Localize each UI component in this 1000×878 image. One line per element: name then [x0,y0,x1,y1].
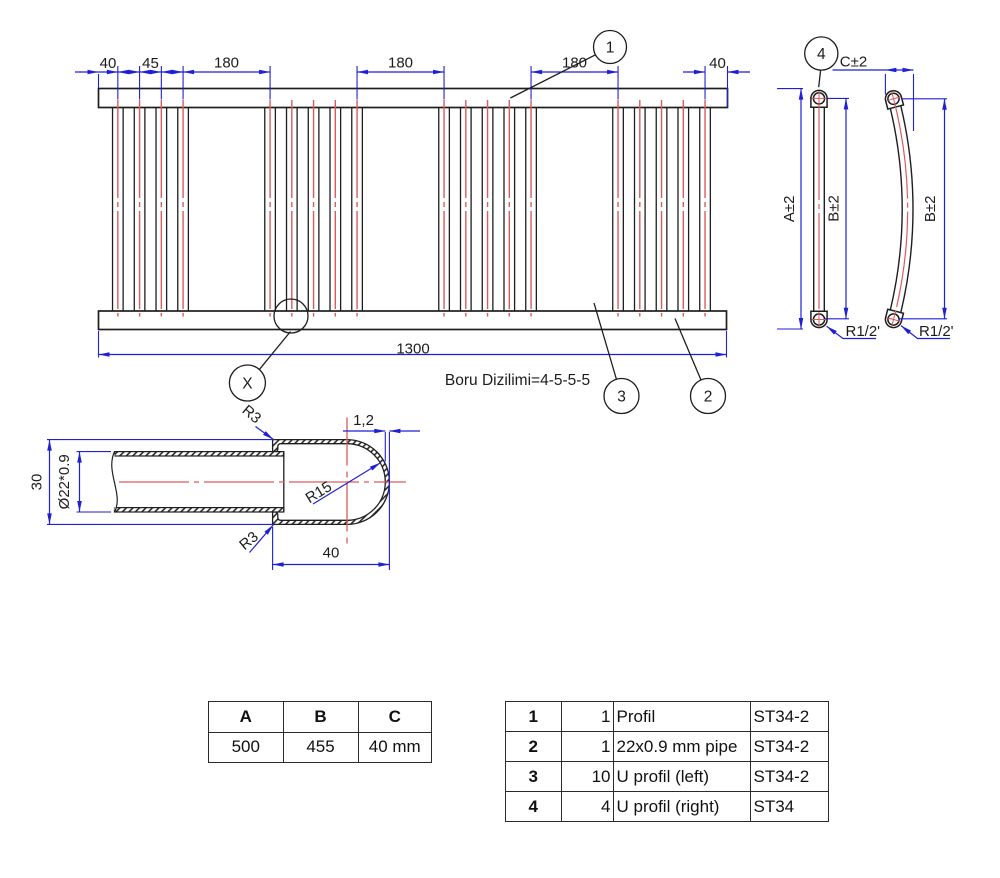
abc-header-c: C [357,701,432,733]
dim-30: 30 [29,474,46,491]
balloon-2: 2 [674,318,727,415]
bom-2-no: 2 [505,731,562,762]
balloon-4-label: 4 [817,46,826,63]
dim-40-right: 40 [709,55,726,72]
bom-1-no: 1 [505,701,562,732]
abc-value-b: 455 [282,731,359,763]
dim-b-left: B±2 [826,195,843,222]
balloon-3: 3 [593,302,640,415]
dim-c: C±2 [840,54,867,71]
dim-r3-bottom: R3 [236,528,262,553]
pipes [111,100,711,317]
balloon-2-label: 2 [704,389,713,406]
pipe-section [111,451,285,513]
bom-3-no: 3 [505,761,562,792]
cap-section [271,438,390,526]
bom-row-3: 3 10 U profil (left) ST34-2 [505,761,829,792]
dim-a: A±2 [781,196,798,223]
balloon-1-label: 1 [606,40,615,57]
pipe-arrangement-note: Boru Dizilimi=4-5-5-5 [445,372,590,389]
detail-view: 30 Ø22*0.9 R3 R3 1,2 R15 40 [29,402,420,570]
abc-value-c: 40 mm [357,731,432,763]
detail-dimension-lines [47,426,420,570]
bom-4-qty: 4 [560,791,614,822]
abc-dimension-table: A B C 500 455 40 mm [208,701,432,763]
dim-180-3: 180 [562,55,587,72]
dim-45: 45 [142,55,159,72]
bom-2-qty: 1 [560,731,614,762]
straight-profile [810,89,828,329]
bom-1-qty: 1 [560,701,614,732]
bom-4-no: 4 [505,791,562,822]
bom-1-material: ST34-2 [749,701,829,732]
thread-label-left: R1/2' [846,323,881,340]
bom-row-1: 1 1 Profil ST34-2 [505,701,829,732]
dim-b-right: B±2 [922,196,939,223]
bom-4-desc: U profil (right) [612,791,751,822]
abc-header-b: B [282,701,359,733]
top-rail [97,87,729,109]
abc-value-row: 500 455 40 mm [208,731,432,763]
balloon-3-label: 3 [617,389,626,406]
abc-header-a: A [208,701,284,733]
bom-3-qty: 10 [560,761,614,792]
thread-label-right: R1/2' [919,323,954,340]
bom-3-desc: U profil (left) [612,761,751,792]
detail-x-marker-circle [273,298,309,334]
bom-2-material: ST34-2 [749,731,829,762]
abc-header-row: A B C [208,701,432,733]
bom-4-material: ST34 [749,791,829,822]
side-dimension-lines [777,67,950,340]
balloon-x-label: X [242,376,253,393]
dim-r3-top: R3 [239,402,265,427]
side-view: A±2 B±2 C±2 B±2 R1/2' R1/2' 4 [777,36,954,340]
dim-40-length: 40 [323,545,340,562]
dim-180-2: 180 [388,55,413,72]
bom-2-desc: 22x0.9 mm pipe [612,731,751,762]
front-view: 40 45 180 180 180 40 1300 Boru Dizilimi=… [75,29,750,415]
bom-row-4: 4 4 U profil (right) ST34 [505,791,829,822]
bill-of-materials-table: 1 1 Profil ST34-2 2 1 22x0.9 mm pipe ST3… [505,701,829,822]
bottom-rail [97,310,728,331]
balloon-1: 1 [510,29,628,99]
balloon-4: 4 [804,36,839,88]
dim-1300: 1300 [396,341,429,358]
dim-40-left: 40 [100,55,117,72]
bom-1-desc: Profil [612,701,751,732]
abc-value-a: 500 [208,731,284,763]
dim-pipe-diameter: Ø22*0.9 [56,454,73,509]
bom-row-2: 2 1 22x0.9 mm pipe ST34-2 [505,731,829,762]
bom-3-material: ST34-2 [749,761,829,792]
dim-wall-1-2: 1,2 [353,412,374,429]
dim-180-1: 180 [214,55,239,72]
curved-profile [884,90,914,329]
balloon-x: X [228,331,292,402]
front-dimension-lines [75,66,750,358]
